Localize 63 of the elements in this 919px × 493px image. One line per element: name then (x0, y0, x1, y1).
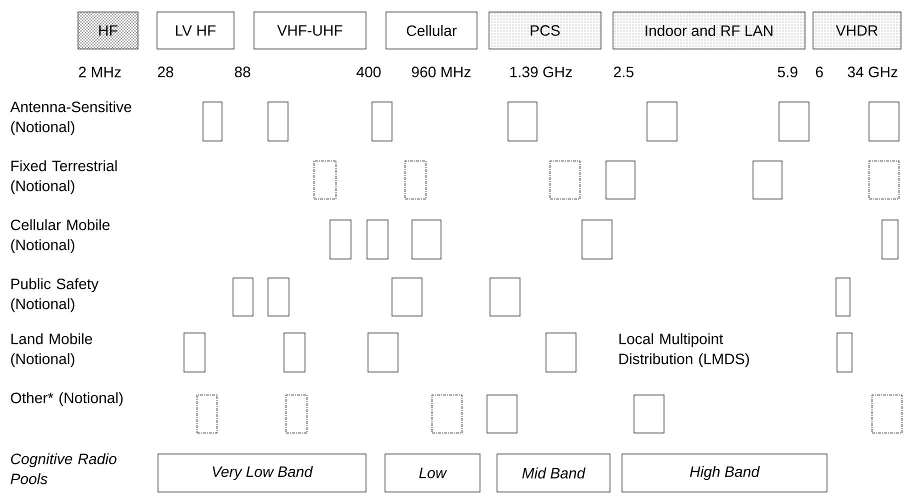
band-box: VHF-UHF (254, 12, 366, 50)
frequency-label: 400 (356, 66, 381, 78)
band-box: VHDR (812, 12, 902, 50)
band-slot (778, 102, 810, 142)
band-slot (368, 332, 398, 372)
band-slot (868, 102, 900, 142)
band-slot (634, 394, 664, 434)
band-box: Indoor and RF LAN (612, 12, 806, 50)
notional-slot (868, 160, 900, 200)
frequency-label: 5.9 (778, 66, 798, 78)
band-box: PCS (488, 12, 602, 50)
band-slot (184, 332, 206, 372)
band-slot (836, 332, 852, 372)
row-label: Public Safety (Notional) (11, 278, 99, 312)
band-slot (268, 102, 288, 142)
frequency-label: 6 (816, 66, 823, 78)
frequency-label: 2.5 (614, 66, 634, 78)
band-slot (268, 278, 290, 316)
band-slot (490, 278, 520, 316)
band-slot (646, 102, 678, 142)
band-slot (232, 278, 254, 316)
frequency-label: 2 MHz (78, 66, 121, 78)
row-label: Antenna-Sensitive (Notional) (10, 101, 132, 136)
band-slot (366, 220, 388, 260)
band-slot (882, 220, 898, 260)
band-slot (284, 332, 306, 372)
band-slot (836, 278, 850, 316)
band-slot (508, 102, 538, 142)
band-slot (202, 102, 222, 142)
pool-box: Mid Band (496, 454, 610, 492)
frequency-label: 28 (158, 66, 174, 78)
band-slot (752, 160, 782, 200)
row-label: Cognitive Radio Pools (10, 453, 116, 484)
notional-slot (550, 160, 580, 200)
frequency-label: 1.39 GHz (510, 66, 572, 78)
frequency-label: 34 GHz (848, 66, 898, 78)
notional-slot (432, 394, 462, 434)
band-slot (372, 102, 392, 142)
band-box: LV HF (156, 12, 234, 50)
band-slot (582, 220, 612, 260)
frequency-label: 88 (234, 66, 250, 78)
band-slot (486, 394, 518, 434)
pool-box: Low (384, 454, 480, 492)
band-box: Cellular (386, 12, 478, 50)
row-label: Fixed Terrestrial (Notional) (11, 160, 117, 194)
notional-slot (286, 394, 308, 434)
band-slot (606, 160, 636, 200)
band-slot (546, 332, 576, 372)
pool-box: Very Low Band (158, 454, 366, 492)
row-label: Cellular Mobile (Notional) (10, 219, 110, 254)
pool-box: High Band (622, 454, 828, 492)
notional-slot (314, 160, 336, 200)
row-label: Local Multipoint Distribution (LMDS) (619, 333, 749, 368)
band-box: HF (78, 12, 138, 50)
band-slot (392, 278, 422, 316)
row-label: Land Mobile (Notional) (11, 333, 92, 368)
notional-slot (872, 394, 902, 434)
notional-slot (196, 394, 218, 434)
frequency-label: 960 MHz (412, 66, 470, 78)
band-slot (412, 220, 442, 260)
band-slot (330, 220, 352, 260)
row-label: Other* (Notional) (10, 392, 123, 406)
notional-slot (404, 160, 426, 200)
